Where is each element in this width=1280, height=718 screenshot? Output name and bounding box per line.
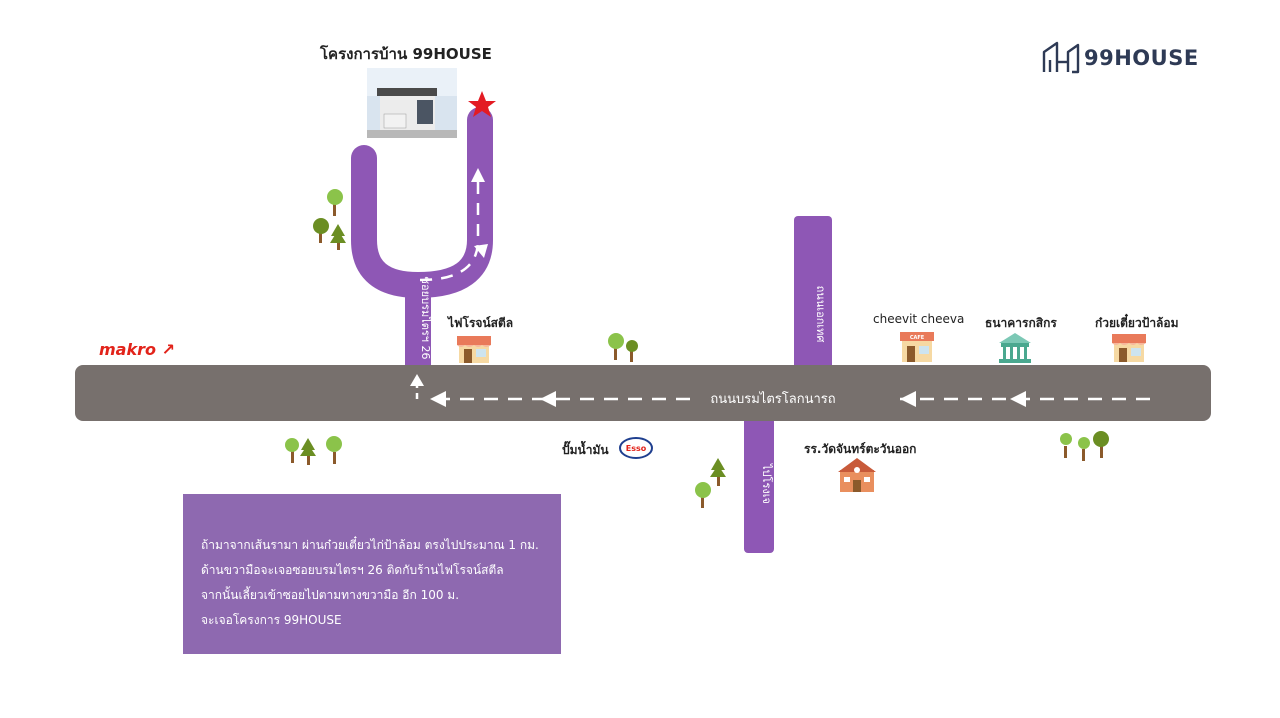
north-road-label: ถนนเอกเทศ — [814, 286, 827, 343]
tree-group-center — [608, 333, 638, 362]
tree-group-south-road — [695, 458, 726, 508]
destination-star-icon — [468, 91, 496, 117]
main-road — [75, 365, 1211, 421]
arrow-up-icon — [410, 374, 424, 386]
house-logo-icon — [1042, 41, 1080, 74]
tree-group-south-right — [1060, 431, 1109, 461]
makro-logo: makro ↗ — [99, 340, 175, 359]
tree-icon — [330, 224, 346, 250]
project-title: โครงการบ้าน 99HOUSE — [320, 45, 492, 63]
school-icon — [838, 458, 876, 492]
arrow-left-icon — [540, 391, 556, 407]
cafe-shop-icon: CAFE — [900, 332, 934, 362]
tree-icon — [1093, 431, 1109, 458]
directions-line-4: จะเจอโครงการ 99HOUSE — [201, 613, 342, 627]
tree-icon — [300, 438, 316, 465]
arrow-up-icon — [471, 168, 485, 182]
noodle-shop-icon — [1112, 334, 1146, 362]
south-road-label: ไปโรงเจ — [760, 463, 774, 504]
cafe-sign-label: CAFE — [910, 335, 925, 341]
directions-line-2: ด้านขวามือจะเจอซอยบรมไตรฯ 26 ติดกับร้านไ… — [201, 563, 504, 577]
makro-arrow-icon: ↗ — [156, 340, 175, 359]
arrow-left-icon — [430, 391, 446, 407]
tree-icon — [626, 340, 638, 362]
fire-steel-shop-icon — [457, 336, 491, 363]
gas-station-label: ปั๊มน้ำมัน — [562, 443, 609, 457]
tree-icon — [608, 333, 624, 360]
tree-icon — [1078, 437, 1090, 461]
makro-label: makro — [99, 340, 156, 359]
tree-icon — [313, 218, 329, 243]
esso-logo-icon: Esso — [619, 437, 653, 459]
school-label: รร.วัดจันทร์ตะวันออก — [804, 442, 917, 456]
north-road — [794, 216, 832, 376]
fire-steel-label: ไฟโรจน์สตีล — [448, 316, 514, 330]
tree-group-south-left — [285, 436, 342, 465]
noodle-label: ก๋วยเตี๋ยวป้าล้อม — [1095, 316, 1179, 330]
bank-icon — [999, 333, 1031, 363]
soi-road — [351, 107, 493, 383]
tree-icon — [326, 436, 342, 464]
tree-group-soi — [313, 189, 346, 250]
esso-label: Esso — [626, 444, 647, 453]
house-photo — [367, 68, 457, 138]
cafe-label: cheevit cheeva — [873, 312, 965, 326]
arrow-up-right-icon — [474, 244, 488, 258]
directions-box: ถ้ามาจากเส้นรามา ผ่านก๋วยเตี๋ยวไก่ป้าล้อ… — [183, 494, 561, 654]
tree-icon — [285, 438, 299, 463]
route-dash-soi — [419, 175, 480, 282]
tree-icon — [695, 482, 711, 508]
directions-line-1: ถ้ามาจากเส้นรามา ผ่านก๋วยเตี๋ยวไก่ป้าล้อ… — [201, 538, 539, 552]
south-road — [744, 410, 774, 553]
directions-line-3: จากนั้นเลี้ยวเข้าซอยไปตามทางขวามือ อีก 1… — [201, 588, 460, 602]
tree-icon — [710, 458, 726, 486]
soi-road-label: ซอยบรมไตรฯ 26 — [419, 277, 432, 360]
tree-icon — [1060, 433, 1072, 458]
arrow-left-icon — [900, 391, 916, 407]
tree-icon — [327, 189, 343, 216]
bank-label: ธนาคารกสิกร — [985, 316, 1057, 330]
arrow-left-icon — [1010, 391, 1026, 407]
main-road-label: ถนนบรมไตรโลกนารถ — [710, 391, 835, 407]
brand-name: 99HOUSE — [1084, 46, 1199, 70]
